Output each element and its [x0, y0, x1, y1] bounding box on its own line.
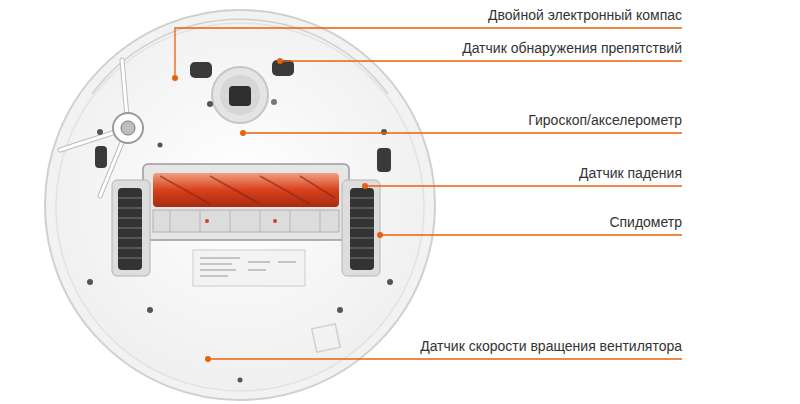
leader-lines: [175, 28, 682, 359]
main-brush: [143, 164, 349, 240]
callout-label: Двойной электронный компас: [488, 7, 682, 24]
callout-label: Спидометр: [609, 214, 682, 231]
cliff-sensors: [95, 60, 391, 172]
leader-dots: [172, 58, 383, 362]
callout-label: Датчик скорости вращения вентилятора: [420, 338, 682, 355]
side-brush: [60, 60, 143, 196]
front-caster: [212, 67, 277, 123]
battery-cover: [312, 324, 340, 352]
callout-label: Датчик обнаружения препятствий: [462, 40, 682, 57]
callout-label: Гироскоп/акселерометр: [528, 112, 682, 129]
label-sticker: [193, 250, 305, 286]
callout-label: Датчик падения: [579, 165, 682, 182]
robot-body: [45, 10, 435, 400]
screws: [87, 101, 393, 383]
robot-base: [56, 23, 424, 391]
